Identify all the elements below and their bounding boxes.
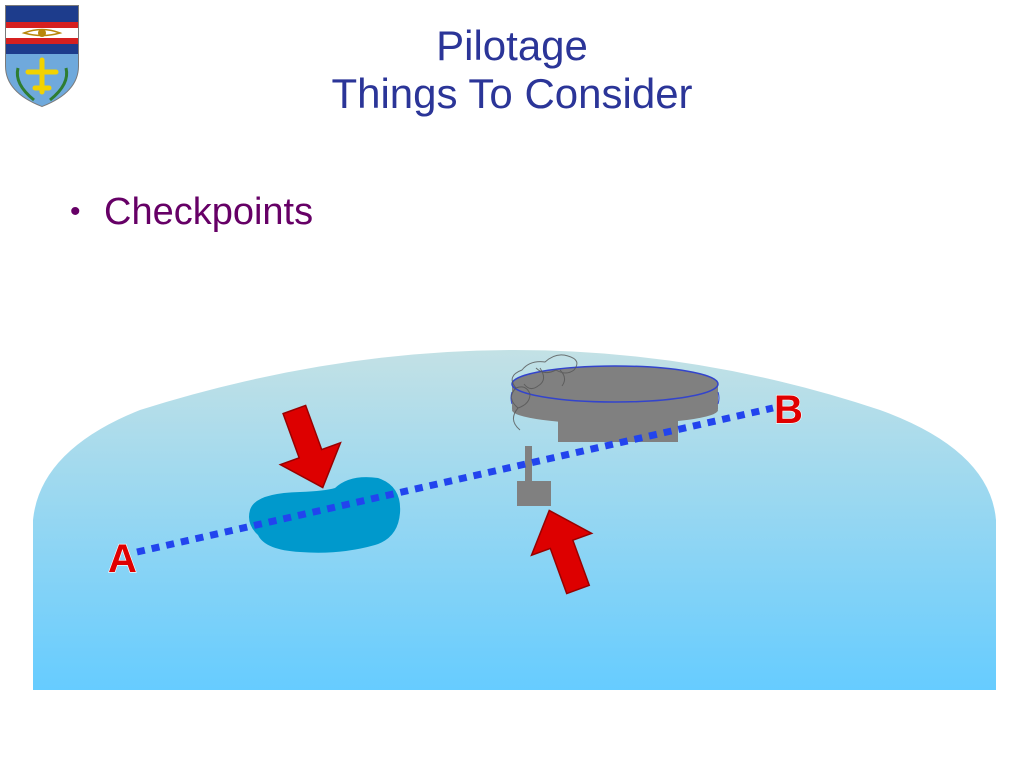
route-line bbox=[136, 404, 774, 556]
title-line-2: Things To Consider bbox=[331, 70, 693, 117]
slide-title: Pilotage Things To Consider bbox=[0, 22, 1024, 118]
bullet-text: Checkpoints bbox=[104, 191, 314, 233]
ground-area bbox=[33, 350, 996, 690]
smoke-icon bbox=[511, 354, 578, 431]
club-logo-icon bbox=[5, 5, 79, 108]
red-arrow-icon bbox=[530, 509, 594, 595]
red-arrow-icon bbox=[278, 404, 342, 489]
bullet-item: • Checkpoints bbox=[70, 188, 313, 236]
bullet-marker: • bbox=[70, 195, 81, 228]
point-a-label: A bbox=[108, 537, 137, 581]
lake-icon bbox=[249, 477, 401, 553]
title-line-1: Pilotage bbox=[436, 22, 588, 69]
tower-icon bbox=[517, 446, 551, 506]
point-b-label: B bbox=[774, 388, 803, 432]
bullet-list: • Checkpoints bbox=[70, 188, 313, 236]
